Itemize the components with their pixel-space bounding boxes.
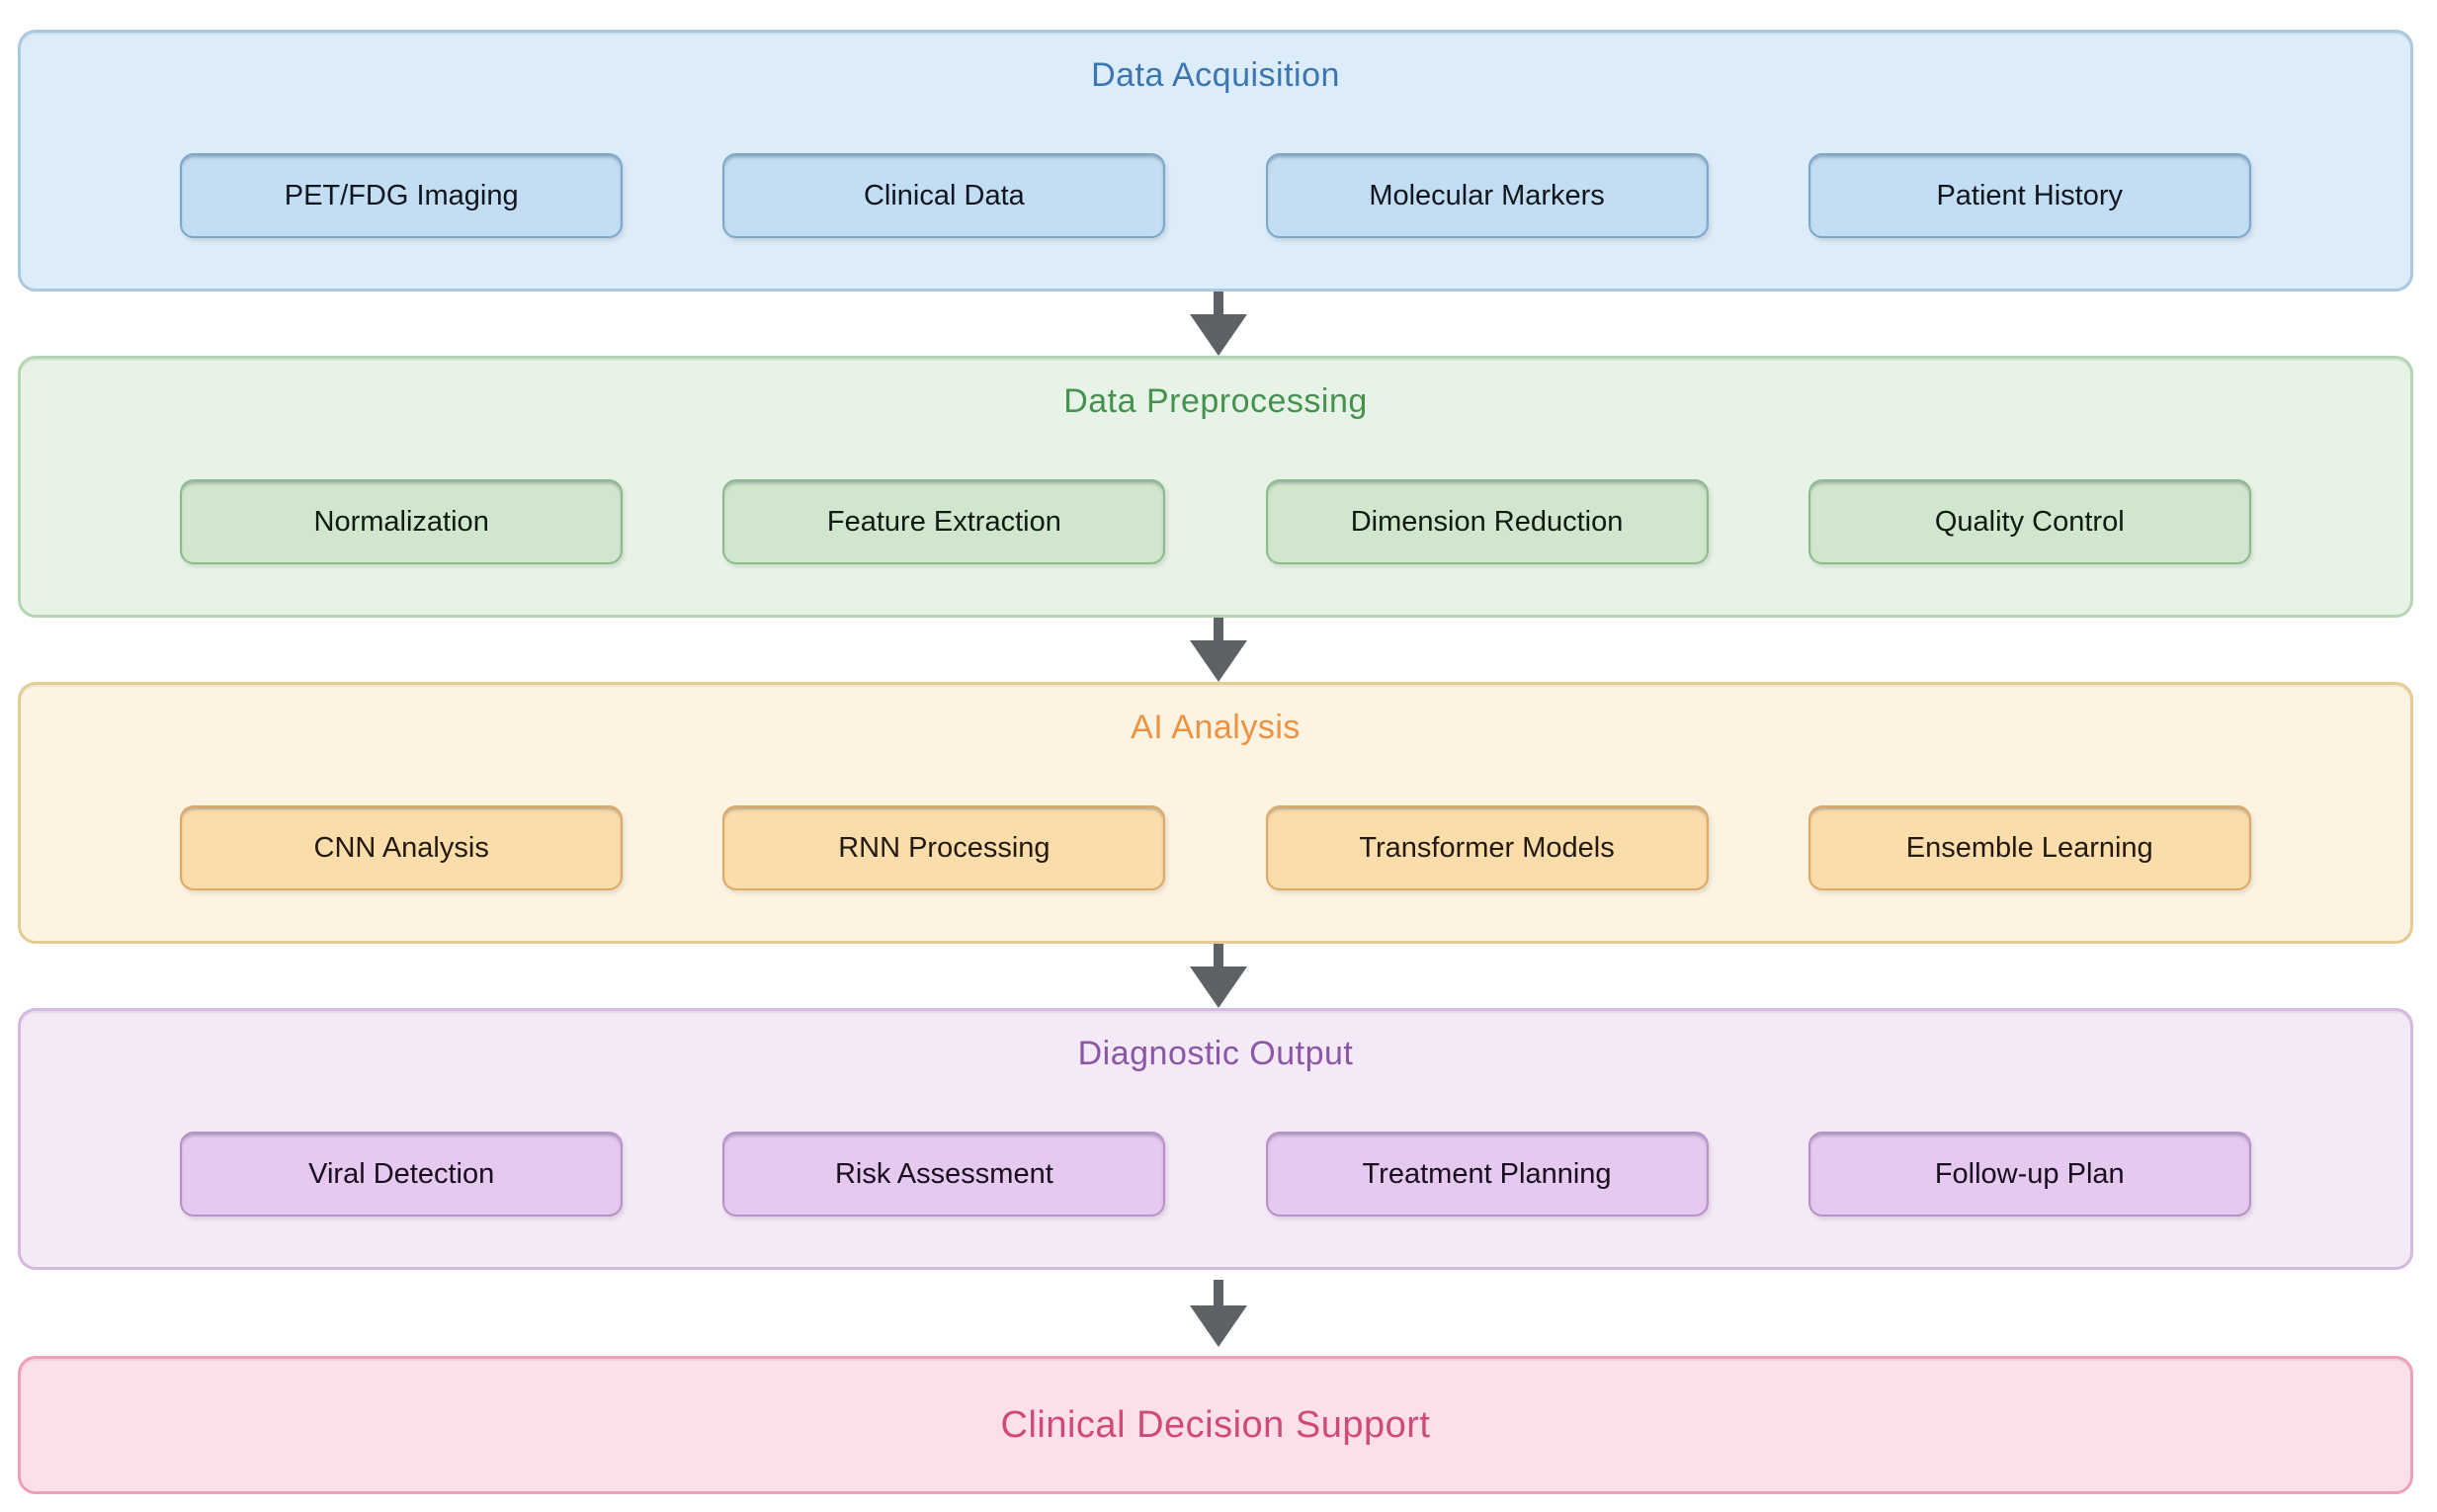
arrow-stem <box>1214 1279 1223 1305</box>
node-cnn-analysis: CNN Analysis <box>180 805 624 890</box>
section-diagnostic-output: Diagnostic Output Viral Detection Risk A… <box>18 1008 2413 1270</box>
section-ai-analysis: AI Analysis CNN Analysis RNN Processing … <box>18 682 2413 944</box>
section-title: Data Preprocessing <box>1063 382 1368 420</box>
node-row: PET/FDG Imaging Clinical Data Molecular … <box>21 153 2410 238</box>
arrow-head <box>1190 640 1247 682</box>
node-dimension-reduction: Dimension Reduction <box>1265 479 1709 564</box>
section-title: Diagnostic Output <box>1077 1035 1354 1072</box>
arrow-stem <box>1214 292 1223 314</box>
node-row: Viral Detection Risk Assessment Treatmen… <box>21 1132 2410 1217</box>
flow-arrow-gap <box>0 292 2437 356</box>
node-viral-detection: Viral Detection <box>180 1132 624 1217</box>
node-molecular-markers: Molecular Markers <box>1265 153 1709 238</box>
node-risk-assessment: Risk Assessment <box>722 1132 1166 1217</box>
arrow-down-icon <box>1190 1270 1247 1356</box>
node-treatment-planning: Treatment Planning <box>1265 1132 1709 1217</box>
node-pet-fdg-imaging: PET/FDG Imaging <box>180 153 624 238</box>
arrow-stem <box>1214 618 1223 640</box>
flow-arrow-gap <box>0 1270 2437 1356</box>
node-quality-control: Quality Control <box>1807 479 2251 564</box>
node-follow-up-plan: Follow-up Plan <box>1807 1132 2251 1217</box>
arrow-down-icon <box>1190 618 1247 682</box>
arrow-down-icon <box>1190 292 1247 356</box>
flow-arrow-gap <box>0 618 2437 682</box>
node-clinical-data: Clinical Data <box>722 153 1166 238</box>
flow-arrow-gap <box>0 944 2437 1008</box>
node-row: Normalization Feature Extraction Dimensi… <box>21 479 2410 564</box>
section-clinical-decision-support: Clinical Decision Support <box>18 1356 2413 1494</box>
node-feature-extraction: Feature Extraction <box>722 479 1166 564</box>
node-normalization: Normalization <box>180 479 624 564</box>
arrow-stem <box>1214 944 1223 966</box>
node-row: CNN Analysis RNN Processing Transformer … <box>21 805 2410 890</box>
node-patient-history: Patient History <box>1807 153 2251 238</box>
section-title: AI Analysis <box>1131 709 1301 746</box>
arrow-down-icon <box>1190 944 1247 1008</box>
section-data-acquisition: Data Acquisition PET/FDG Imaging Clinica… <box>18 30 2413 292</box>
section-title: Clinical Decision Support <box>1000 1404 1431 1446</box>
arrow-head <box>1190 966 1247 1008</box>
node-rnn-processing: RNN Processing <box>722 805 1166 890</box>
arrow-head <box>1190 1304 1247 1347</box>
node-transformer-models: Transformer Models <box>1265 805 1709 890</box>
arrow-head <box>1190 314 1247 356</box>
section-data-preprocessing: Data Preprocessing Normalization Feature… <box>18 356 2413 618</box>
node-ensemble-learning: Ensemble Learning <box>1807 805 2251 890</box>
section-title: Data Acquisition <box>1091 56 1340 94</box>
